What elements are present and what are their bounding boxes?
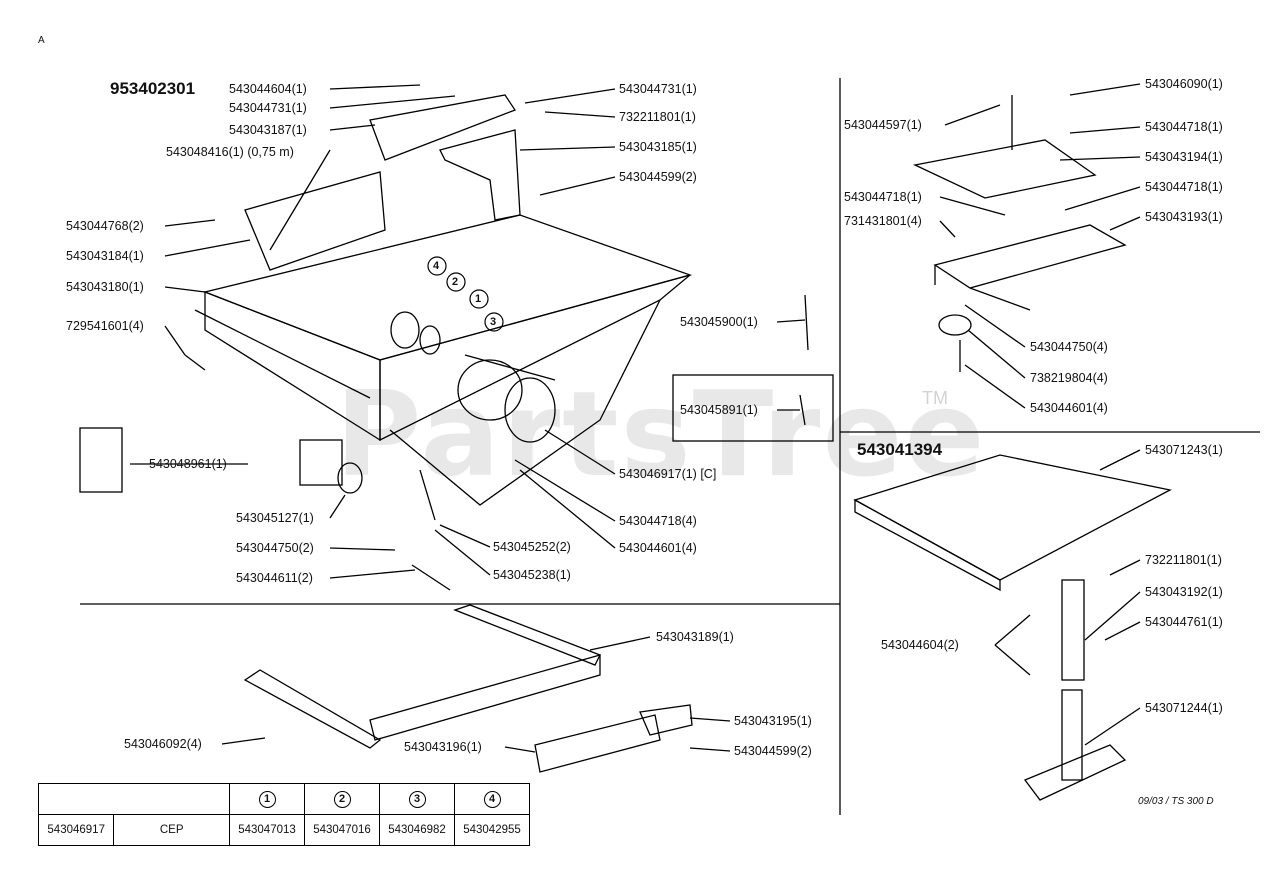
table-header-cell: 3 bbox=[379, 783, 455, 815]
table-row: 543046917 CEP 543047013 543047016 543046… bbox=[37, 814, 530, 846]
callout: 738219804(4) bbox=[1030, 371, 1108, 385]
callout: 543044604(1) bbox=[229, 82, 307, 96]
callout: 543048416(1) (0,75 m) bbox=[166, 145, 294, 159]
callout: 543046917(1) [C] bbox=[619, 467, 717, 481]
callout: 543043192(1) bbox=[1145, 585, 1223, 599]
table-header-empty bbox=[38, 783, 230, 815]
callout: 543045891(1) bbox=[680, 403, 758, 417]
callout: 543043180(1) bbox=[66, 280, 144, 294]
callout: 543043185(1) bbox=[619, 140, 697, 154]
watermark: PartsTree bbox=[335, 365, 987, 503]
callout: 543071243(1) bbox=[1145, 443, 1223, 457]
callout: 543043193(1) bbox=[1145, 210, 1223, 224]
callout: 543044601(4) bbox=[619, 541, 697, 555]
callout: 543045900(1) bbox=[680, 315, 758, 329]
callout: 543044599(2) bbox=[734, 744, 812, 758]
callout: 543043196(1) bbox=[404, 740, 482, 754]
callout: 543045127(1) bbox=[236, 511, 314, 525]
callout: 543043187(1) bbox=[229, 123, 307, 137]
table-header-cell: 1 bbox=[229, 783, 305, 815]
callout: 543044611(2) bbox=[236, 571, 313, 585]
circle-3-label: 3 bbox=[490, 316, 497, 328]
reference-table: 1 2 3 4 543046917 CEP 543047013 54304701… bbox=[37, 783, 530, 846]
callout: 543044597(1) bbox=[844, 118, 922, 132]
callout: 731431801(4) bbox=[844, 214, 922, 228]
table-header-cell: 2 bbox=[304, 783, 380, 815]
table-cell: 543047016 bbox=[304, 814, 380, 846]
callout: 543046090(1) bbox=[1145, 77, 1223, 91]
callout: 543044731(1) bbox=[229, 101, 307, 115]
callout: 543043189(1) bbox=[656, 630, 734, 644]
callout: 543044761(1) bbox=[1145, 615, 1223, 629]
callout: 543043195(1) bbox=[734, 714, 812, 728]
callout: 543043194(1) bbox=[1145, 150, 1223, 164]
callout: 543071244(1) bbox=[1145, 701, 1223, 715]
callout: 732211801(1) bbox=[1145, 553, 1222, 567]
callout: 543044718(1) bbox=[844, 190, 922, 204]
callout: 732211801(1) bbox=[619, 110, 696, 124]
callout: 543044768(2) bbox=[66, 219, 144, 233]
table-cell: CEP bbox=[113, 814, 230, 846]
callout: 543044750(4) bbox=[1030, 340, 1108, 354]
assembly-main-title: 953402301 bbox=[110, 79, 196, 98]
callout: 729541601(4) bbox=[66, 319, 144, 333]
callout: 543045238(1) bbox=[493, 568, 571, 582]
trademark: TM bbox=[922, 388, 948, 408]
callout: 543048961(1) bbox=[149, 457, 227, 471]
circle-1-label: 1 bbox=[475, 293, 482, 305]
table-header-cell: 4 bbox=[454, 783, 530, 815]
callout: 543043184(1) bbox=[66, 249, 144, 263]
corner-mark: A bbox=[38, 35, 45, 46]
circle-2-label: 2 bbox=[452, 276, 459, 288]
callout: 543044604(2) bbox=[881, 638, 959, 652]
assembly-stand-title: 543041394 bbox=[857, 440, 943, 459]
table-cell: 543047013 bbox=[229, 814, 305, 846]
table-cell: 543042955 bbox=[454, 814, 530, 846]
callout: 543044731(1) bbox=[619, 82, 697, 96]
doc-ref: 09/03 / TS 300 D bbox=[1138, 796, 1214, 807]
callout: 543044718(4) bbox=[619, 514, 697, 528]
callout: 543045252(2) bbox=[493, 540, 571, 554]
table-cell: 543046917 bbox=[37, 814, 115, 846]
callout: 543044750(2) bbox=[236, 541, 314, 555]
callout: 543044599(2) bbox=[619, 170, 697, 184]
callout: 543046092(4) bbox=[124, 737, 202, 751]
callout: 543044718(1) bbox=[1145, 180, 1223, 194]
callout: 543044601(4) bbox=[1030, 401, 1108, 415]
table-header-row: 1 2 3 4 bbox=[38, 783, 530, 815]
callout: 543044718(1) bbox=[1145, 120, 1223, 134]
circle-4-label: 4 bbox=[433, 260, 440, 272]
table-cell: 543046982 bbox=[379, 814, 455, 846]
